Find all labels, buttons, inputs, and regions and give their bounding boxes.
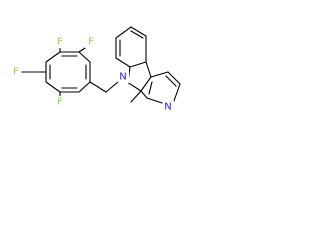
- five-ring-bond-2: [129, 61, 147, 68]
- atom-n-pyridine: N: [163, 101, 174, 113]
- pyridine-bond-3: [173, 83, 181, 102]
- pyridine-double-2: [148, 81, 153, 95]
- fluorine-label-3: F: [13, 67, 19, 78]
- benzo-double-2: [130, 30, 144, 39]
- chemical-structure-diagram: F F F F N N: [11, 26, 181, 113]
- ring-a-bond-5: [78, 81, 91, 93]
- atom-f-top-left: F: [55, 36, 65, 48]
- nitrogen-label-pyridine: N: [164, 102, 171, 113]
- atom-f-left: F: [11, 66, 21, 78]
- benzo-bond-3: [115, 26, 132, 39]
- five-ring-bond-4: [140, 76, 152, 92]
- pyridine-double-1: [165, 75, 177, 87]
- fluorine-label-1: F: [57, 37, 63, 48]
- fluorine-label-4: F: [57, 97, 63, 108]
- pyridine-bond-1: [150, 71, 169, 78]
- atom-label-layer: F F F F N N: [11, 36, 174, 113]
- benzo-bond-4: [130, 26, 147, 37]
- ring-a-bond-3: [78, 51, 91, 63]
- benzo-bond-1: [115, 57, 131, 68]
- ring-a-bond-7: [45, 81, 61, 93]
- ch2-bond-2: [105, 81, 119, 93]
- atom-f-top-right: F: [85, 36, 95, 48]
- fluorine-label-2: F: [88, 37, 94, 48]
- ring-a-bond-1: [45, 51, 61, 63]
- atom-n-indole: N: [118, 71, 129, 83]
- pyridine-bond-2: [167, 71, 181, 85]
- pyridine-bond-4: [146, 97, 163, 104]
- five-ring-bond-5: [126, 81, 142, 92]
- nitrogen-label-indole: N: [119, 72, 126, 83]
- five-ring-bond-3: [145, 61, 152, 78]
- bond-layer: [21, 26, 181, 104]
- ch2-bond-1: [89, 81, 107, 93]
- methyl-bond: [130, 90, 142, 103]
- pyridine-bond-5: [140, 90, 148, 99]
- atom-f-bottom: F: [55, 96, 65, 108]
